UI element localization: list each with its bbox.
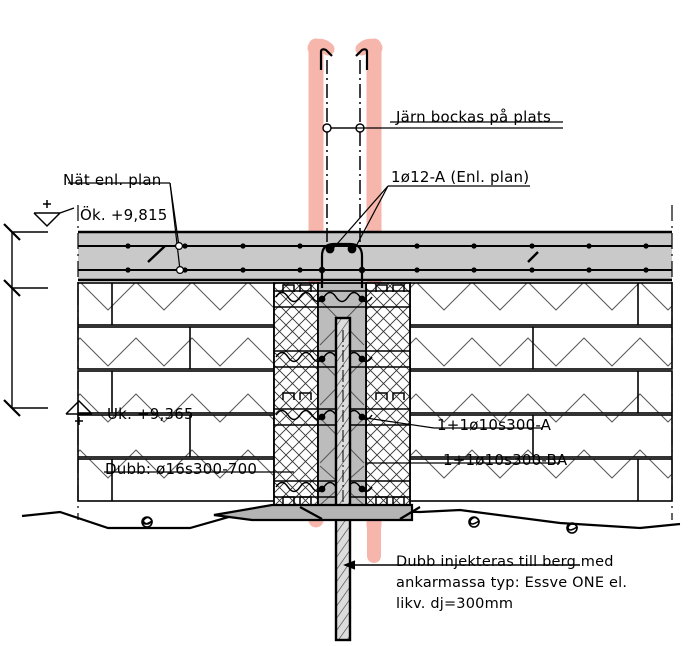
dowel-bar <box>334 316 352 642</box>
masonry-wall-right <box>409 282 673 502</box>
leader-stirrup-a <box>365 417 543 429</box>
label-dowel: Dubb: ø16s300-700 <box>105 460 258 478</box>
dimension-line-left <box>3 223 48 417</box>
block-cap-notches <box>282 284 405 504</box>
leader-bend-on-site <box>390 121 563 129</box>
column-rebar-dots-top <box>318 244 366 274</box>
leader-bar-1o12 <box>329 185 530 253</box>
bend-leader-nodes <box>322 123 390 133</box>
ground-tick-left <box>299 506 323 520</box>
label-bar-1o12: 1ø12-A (Enl. plan) <box>391 168 530 186</box>
label-grout-note-line2: ankarmassa typ: Essve ONE el. <box>396 575 628 591</box>
excavation-fill <box>213 503 414 522</box>
rock-symbols <box>141 516 579 534</box>
vertical-rebar-1o12 <box>319 48 369 245</box>
label-top-level: Ök. +9,815 <box>80 206 168 224</box>
label-grout-note-line3: likv. dj=300mm <box>396 596 514 612</box>
mesh-hook-left <box>147 245 166 263</box>
stirrup-rebar-dots <box>318 295 366 493</box>
label-stirrup-ba: 1+1ø10s300-BA <box>443 451 568 469</box>
label-stirrup-a: 1+1ø10s300-A <box>437 416 552 434</box>
masonry-wall-left <box>77 282 275 502</box>
level-symbol-top <box>33 200 75 228</box>
concrete-slab <box>78 230 672 282</box>
slab-rebar-dots <box>125 243 649 273</box>
level-symbol-bottom <box>65 399 93 425</box>
leader-mesh <box>68 182 185 275</box>
ground-tick-right <box>399 506 421 520</box>
label-bottom-level: Uk. +9,365 <box>107 405 194 423</box>
label-grout-note-line1: Dubb injekteras till berg med <box>396 554 614 570</box>
leader-grout-note <box>343 560 580 570</box>
label-bend-on-site: Järn bockas på plats <box>396 108 551 126</box>
mesh-hook-right <box>527 251 539 263</box>
u-bar-stirrup-top <box>320 242 364 288</box>
label-mesh: Nät enl. plan <box>63 171 162 189</box>
